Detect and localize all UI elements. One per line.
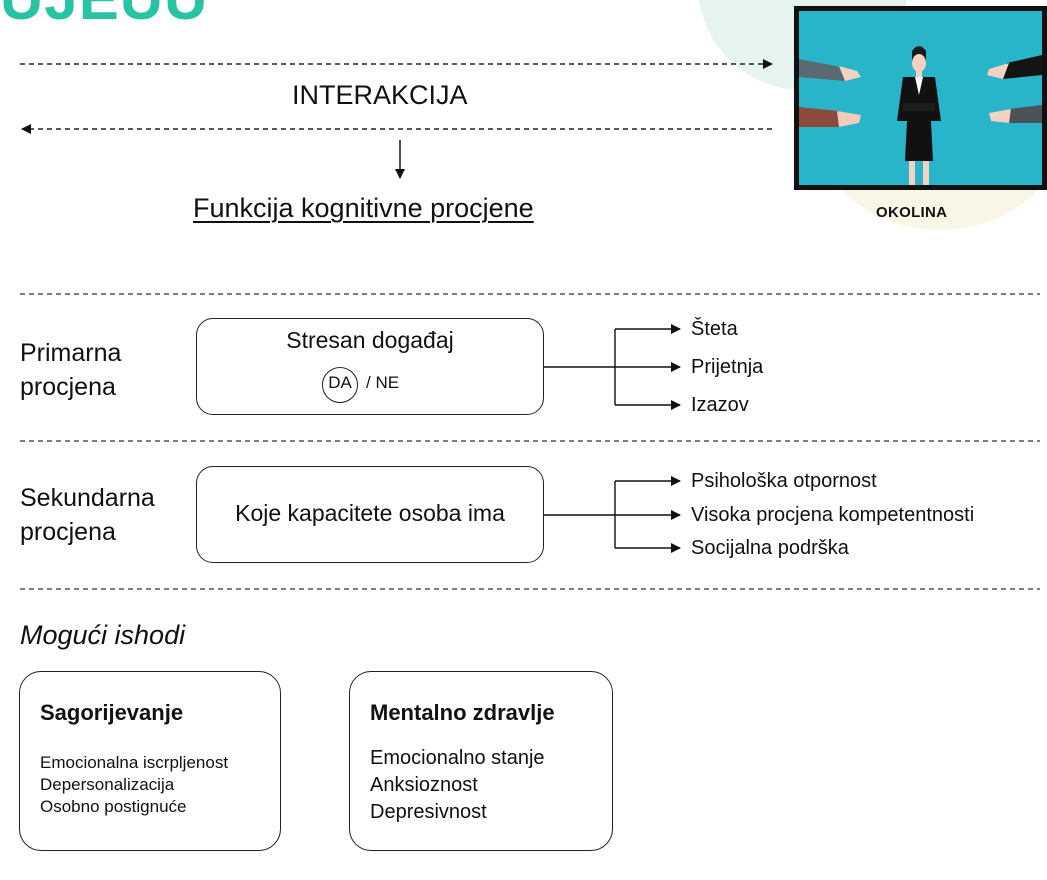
mental-health-title: Mentalno zdravlje [370, 700, 555, 725]
pointing-hand-right-top [987, 63, 1009, 79]
outcomes-heading: Mogući ishodi [20, 620, 186, 650]
mental-health-item: Anksioznost [370, 774, 478, 796]
interaction-label: INTERAKCIJA [292, 80, 468, 110]
mental-health-box [349, 671, 613, 851]
brand-fragment: ŪJEUU [0, 0, 208, 33]
primary-branch-threat: Prijetnja [691, 356, 764, 378]
pointing-arm-right-bottom [1009, 105, 1042, 123]
primary-appraisal-label: Primarna procjena [20, 336, 121, 404]
environment-illustration [794, 6, 1047, 190]
mental-health-list: Emocionalno stanje Anksioznost Depresivn… [370, 745, 545, 826]
pointing-people-illustration [799, 46, 1042, 185]
capacities-box [196, 466, 544, 563]
stressful-event-box [196, 318, 544, 415]
pointing-arm-left-top [799, 59, 845, 81]
primary-branch-challenge: Izazov [691, 394, 749, 416]
pointing-hand-left-top [839, 66, 861, 81]
primary-label-line2: procjena [20, 373, 116, 401]
burnout-item: Depersonalizacija [40, 775, 175, 794]
no-label: / NE [366, 373, 400, 392]
primary-branch-harm: Šteta [691, 318, 738, 340]
capacities-title: Koje kapacitete osoba ima [235, 500, 505, 526]
pointing-hand-left-bottom [837, 111, 861, 127]
stressful-event-title: Stresan događaj [286, 327, 454, 353]
woman-figure [897, 46, 941, 185]
secondary-label-line1: Sekundarna [20, 484, 155, 512]
secondary-branch-social-support: Socijalna podrška [691, 537, 849, 559]
yes-circle [322, 367, 358, 403]
burnout-list: Emocionalna iscrpljenost Depersonalizaci… [40, 752, 228, 818]
secondary-branch-resilience: Psihološka otpornost [691, 470, 877, 492]
yes-label: DA [328, 373, 352, 392]
burnout-item: Osobno postignuće [40, 797, 187, 816]
primary-label-line1: Primarna [20, 339, 122, 367]
secondary-label-line2: procjena [20, 518, 116, 546]
burnout-box [19, 671, 281, 851]
secondary-appraisal-label: Sekundarna procjena [20, 481, 155, 549]
burnout-item: Emocionalna iscrpljenost [40, 753, 229, 772]
pointing-arm-left-bottom [799, 107, 839, 127]
mental-health-item: Emocionalno stanje [370, 747, 545, 769]
pointing-arm-right-top [1003, 55, 1042, 79]
burnout-title: Sagorijevanje [40, 700, 184, 725]
environment-label: OKOLINA [876, 204, 948, 221]
secondary-branch-competence: Visoka procjena kompetentnosti [691, 504, 975, 526]
pointing-hand-right-bottom [989, 109, 1011, 123]
mental-health-item: Depresivnost [370, 801, 487, 823]
appraisal-function-title: Funkcija kognitivne procjene [193, 193, 534, 223]
